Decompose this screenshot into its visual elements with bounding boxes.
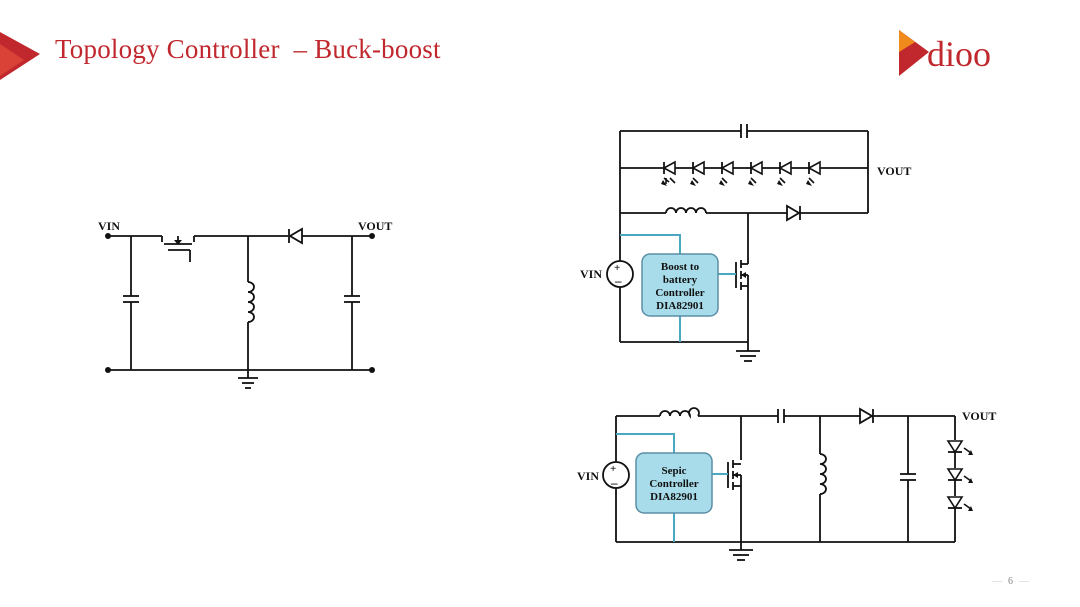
boost-ground-icon — [736, 342, 760, 362]
boost-led-string-icon — [661, 160, 821, 186]
sepic-diagram: VOUT VIN + – — [577, 407, 996, 561]
page-number: —6— — [992, 576, 1029, 587]
buck-boost-vin-label: VIN — [98, 219, 120, 233]
sepic-diode-icon — [859, 407, 874, 425]
boost-controller-box — [641, 253, 719, 317]
buck-boost-mosfet-icon — [161, 236, 195, 262]
boost-controller-line-3: Controller — [655, 287, 704, 299]
boost-controller-line-2: battery — [663, 274, 698, 286]
sepic-ground-icon — [729, 542, 753, 561]
sepic-controller-line-3: DIA82901 — [650, 491, 698, 503]
boost-vin-label: VIN — [580, 267, 602, 281]
sepic-led-string-icon — [946, 440, 973, 511]
buck-boost-diode-icon — [288, 227, 303, 245]
svg-text:–: – — [610, 475, 618, 490]
boost-vin-source-icon: + – — [606, 259, 634, 288]
sepic-output-capacitor-icon — [900, 416, 916, 542]
logo-text: dioo — [927, 34, 991, 74]
buck-boost-diagram: VIN VOUT — [98, 219, 392, 389]
buck-boost-ground-icon — [238, 370, 258, 389]
sepic-controller-box — [635, 452, 713, 514]
page-number-value: 6 — [1008, 576, 1013, 587]
boost-to-battery-diagram: VOUT VIN — [580, 124, 911, 362]
svg-text:+: + — [614, 262, 620, 274]
dioo-logo: dioo — [899, 30, 991, 76]
sepic-vin-label: VIN — [577, 469, 599, 483]
buck-boost-vout-label: VOUT — [358, 219, 392, 233]
boost-mosfet-icon — [735, 258, 749, 290]
sepic-mosfet-icon — [727, 460, 742, 490]
sepic-vin-source-icon: + – — [602, 461, 630, 490]
slide-title: Topology Controller – Buck-boost — [55, 34, 441, 64]
buck-boost-inductor-icon — [247, 236, 255, 370]
title-accent-icon — [0, 32, 40, 80]
svg-text:+: + — [610, 463, 616, 475]
boost-inductor-icon — [665, 207, 707, 214]
boost-diode-icon — [786, 204, 801, 222]
boost-controller-line-4: DIA82901 — [656, 300, 704, 312]
boost-vout-label: VOUT — [877, 164, 911, 178]
buck-boost-input-capacitor-icon — [123, 236, 139, 370]
svg-text:–: – — [614, 273, 622, 288]
boost-controller-line-1: Boost to — [661, 261, 700, 273]
sepic-vout-label: VOUT — [962, 409, 996, 423]
sepic-controller-line-2: Controller — [649, 478, 698, 490]
sepic-inductor-2-icon — [819, 453, 827, 495]
sepic-inductor-1-icon — [659, 407, 700, 419]
sepic-controller-line-1: Sepic — [661, 465, 686, 477]
sepic-coupling-capacitor-icon — [777, 409, 785, 423]
buck-boost-output-capacitor-icon — [344, 236, 360, 370]
boost-output-capacitor-icon — [740, 124, 748, 138]
